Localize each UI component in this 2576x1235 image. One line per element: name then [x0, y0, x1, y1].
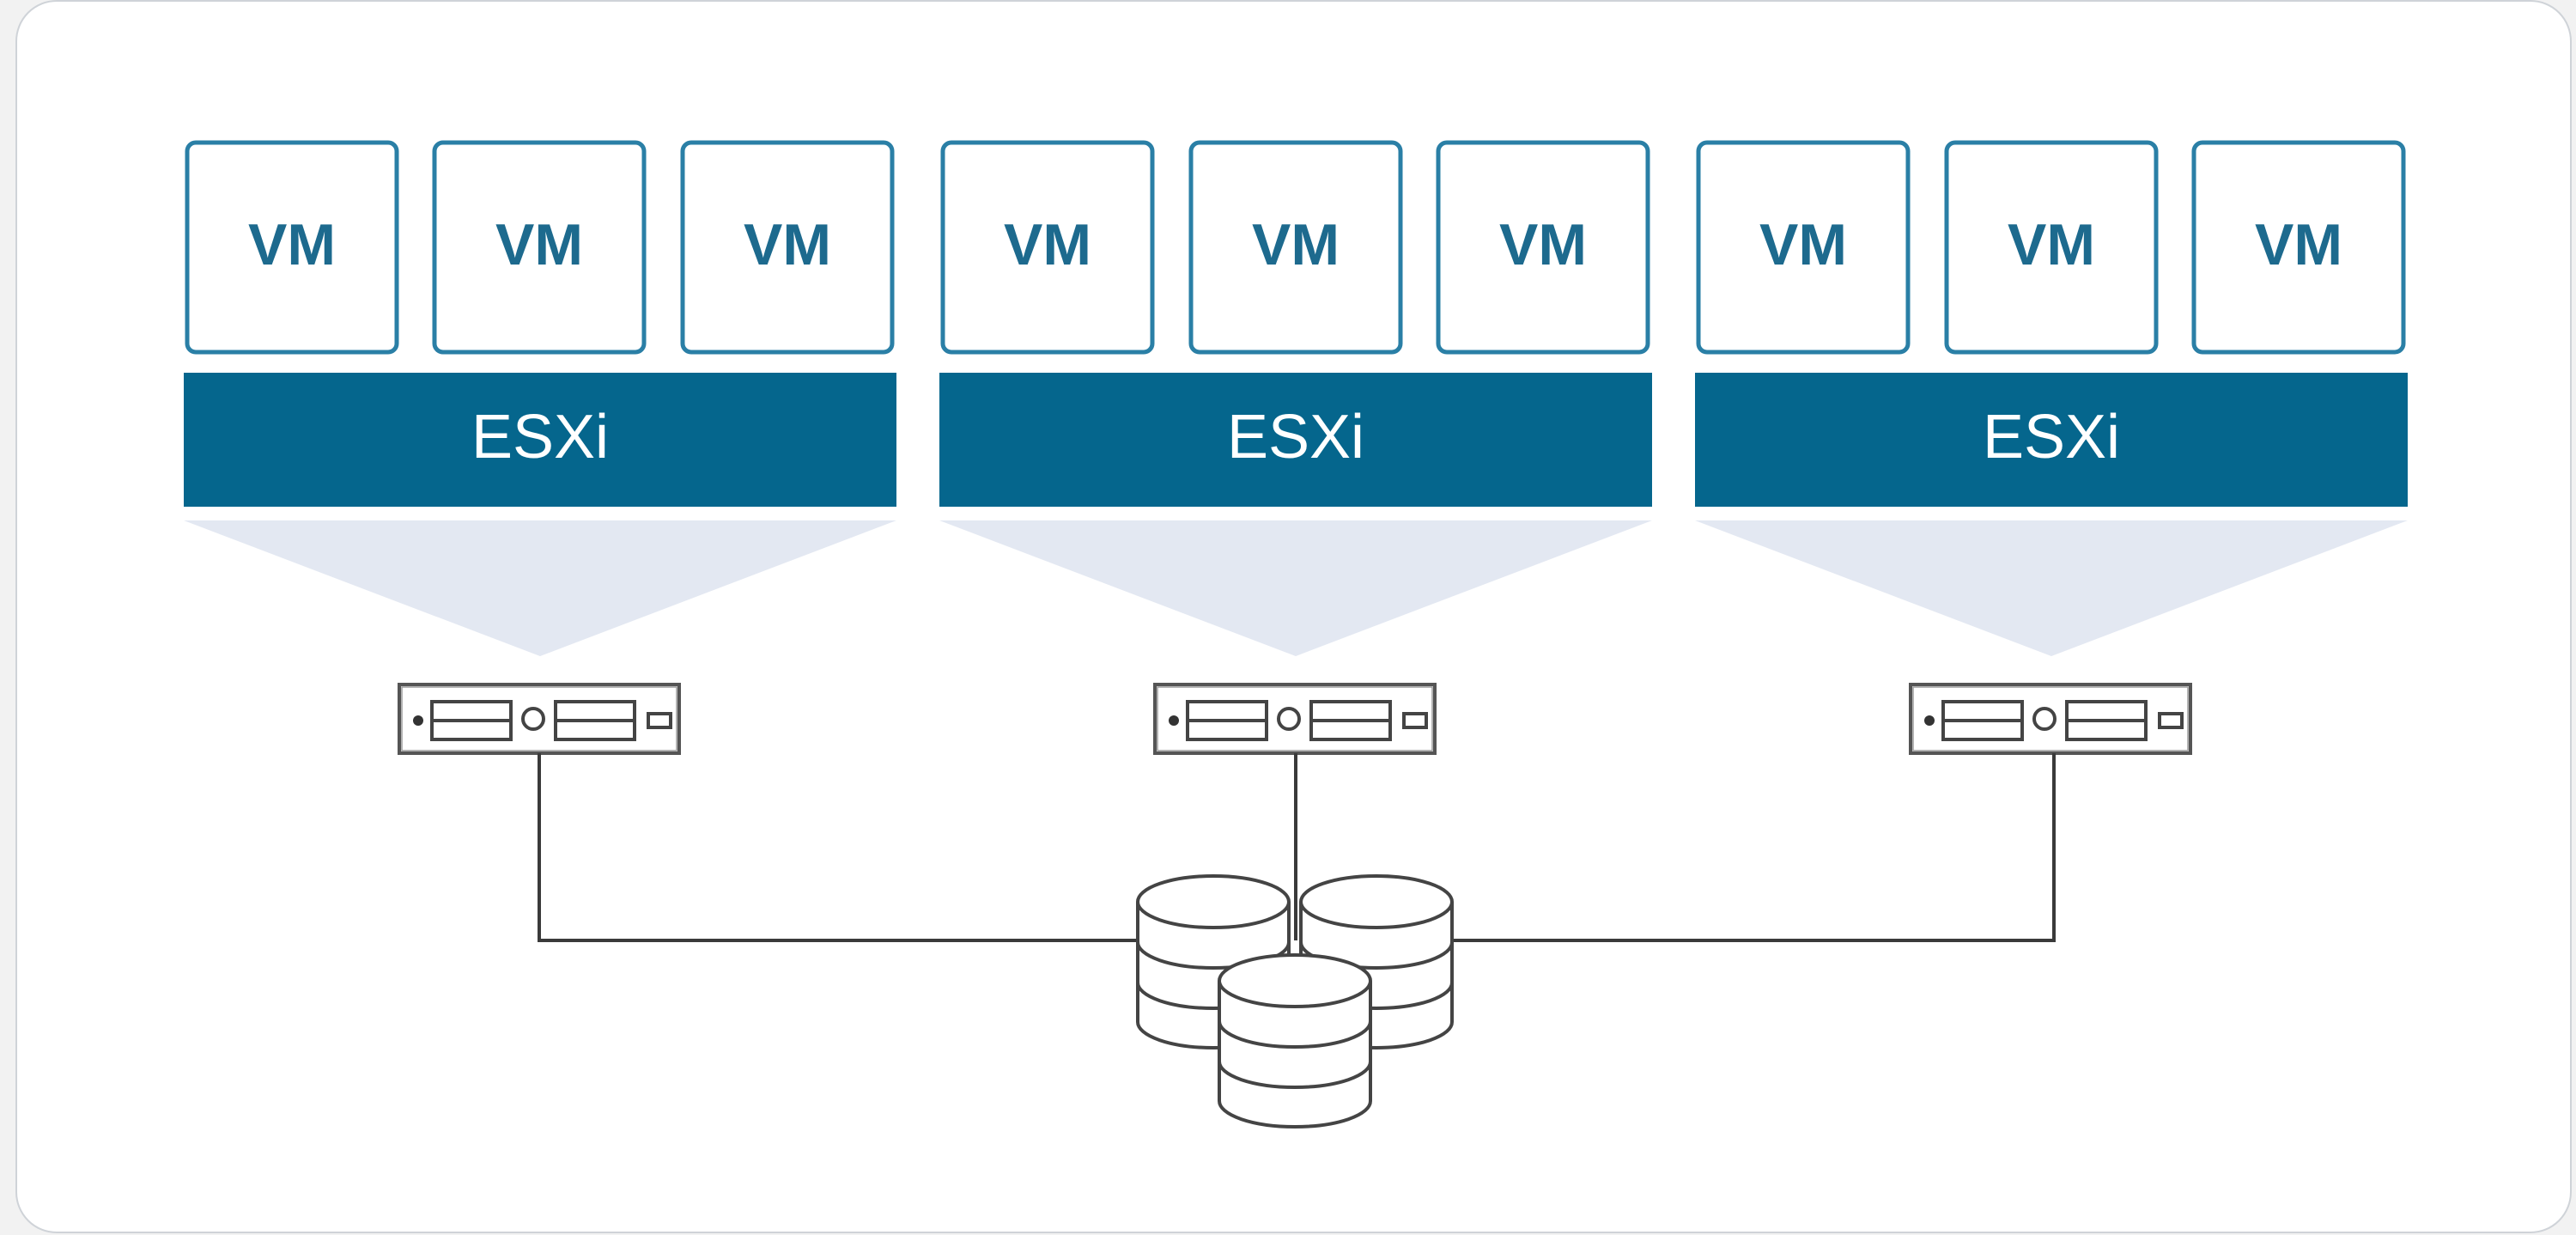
vm-label: VM	[1252, 212, 1340, 277]
funnel-shape	[184, 520, 896, 656]
vm-label: VM	[248, 212, 336, 277]
connection-lines	[538, 753, 2056, 942]
host-group: VM VM VM ESXi	[184, 140, 896, 755]
vm-label: VM	[2255, 212, 2342, 277]
vm-box: VM	[1696, 140, 1911, 355]
vm-box: VM	[1436, 140, 1650, 355]
vm-box: VM	[1944, 140, 2159, 355]
esxi-label: ESXi	[1227, 403, 1364, 471]
vm-label: VM	[744, 212, 831, 277]
vm-box: VM	[940, 140, 1155, 355]
vm-label: VM	[1499, 212, 1587, 277]
server-icon	[398, 683, 681, 755]
vm-label: VM	[1004, 212, 1091, 277]
vm-box: VM	[2191, 140, 2406, 355]
vm-label: VM	[2008, 212, 2095, 277]
server-icon	[1153, 683, 1437, 755]
left-connector	[538, 753, 1142, 942]
vm-label: VM	[1759, 212, 1847, 277]
vm-label: VM	[495, 212, 583, 277]
esxi-bar	[184, 373, 896, 507]
vm-box: VM	[680, 140, 895, 355]
host-group: VM VM VM ESXi	[1695, 140, 2408, 755]
esxi-label: ESXi	[1983, 403, 2120, 471]
esxi-bar	[1695, 373, 2408, 507]
esxi-label: ESXi	[471, 403, 609, 471]
funnel-shape	[1695, 520, 2408, 656]
funnel-shape	[939, 520, 1652, 656]
vm-box: VM	[432, 140, 647, 355]
vm-box: VM	[185, 140, 399, 355]
right-connector	[1451, 753, 2056, 942]
vm-box: VM	[1188, 140, 1403, 355]
server-icon	[1909, 683, 2192, 755]
host-group: VM VM VM ESXi	[939, 140, 1652, 755]
esxi-bar	[939, 373, 1652, 507]
